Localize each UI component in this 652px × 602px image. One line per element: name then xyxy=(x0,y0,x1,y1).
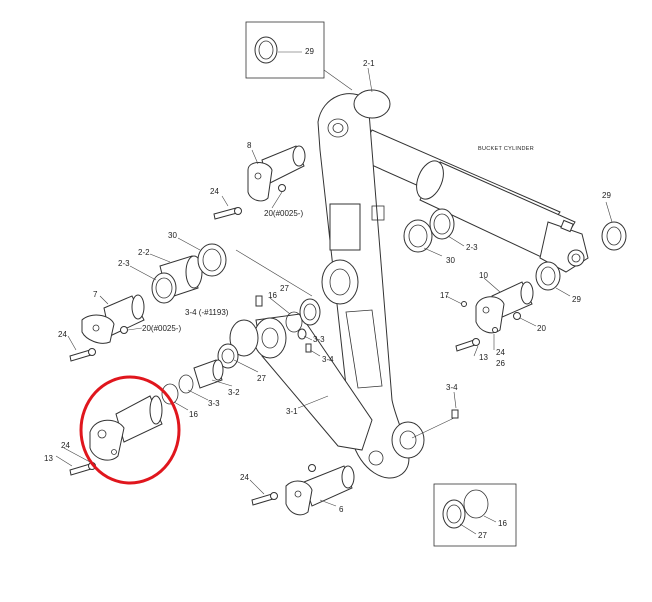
label-3-1: 3-1 xyxy=(286,407,298,416)
label-3-4-c: 3-4 xyxy=(446,383,458,392)
label-2-1: 2-1 xyxy=(363,59,375,68)
label-2-3-b: 2-3 xyxy=(466,243,478,252)
leader-lines xyxy=(55,51,613,535)
label-30-a: 30 xyxy=(168,231,177,240)
bolt-24-a xyxy=(213,207,242,220)
label-20-b: 20(#0025-) xyxy=(142,324,181,333)
inset-box-top xyxy=(245,21,325,79)
label-7: 7 xyxy=(93,290,98,299)
pin-8 xyxy=(247,145,306,202)
label-2-2-a: 2-2 xyxy=(138,248,150,257)
bolt-13-b xyxy=(455,338,480,352)
bushing-3-2 xyxy=(193,359,224,389)
label-3-4-b: 3-4 xyxy=(322,355,334,364)
label-27-c: 27 xyxy=(478,531,487,540)
bolt-3-4-b xyxy=(305,343,312,353)
ring-16-a xyxy=(285,311,303,333)
label-24-d: 24 xyxy=(240,473,249,482)
label-2-3-a: 2-3 xyxy=(118,259,130,268)
label-29-c: 29 xyxy=(572,295,581,304)
label-27-a: 27 xyxy=(280,284,289,293)
ring-2-3-b xyxy=(429,208,455,240)
ring-27-a xyxy=(299,298,321,326)
bolt-3-4-c xyxy=(451,409,459,419)
part-labels: 29 2-1 8 24 20(#0025-) 30 2-2 2-3 7 24 2… xyxy=(44,47,611,540)
label-13-a: 13 xyxy=(44,454,53,463)
label-6: 6 xyxy=(339,505,344,514)
label-3-3-b: 3-3 xyxy=(208,399,220,408)
label-24-a: 24 xyxy=(210,187,219,196)
bucket-cylinder: BUCKET CYLINDER xyxy=(355,129,589,273)
label-8: 8 xyxy=(247,141,252,150)
washer-3-3-a xyxy=(297,328,307,340)
bucket-cylinder-label: BUCKET CYLINDER xyxy=(478,146,534,152)
label-17: 17 xyxy=(440,291,449,300)
pin-6 xyxy=(285,464,355,516)
label-20-c: 20 xyxy=(537,324,546,333)
label-24-e: 24 xyxy=(496,348,505,357)
label-24-b: 24 xyxy=(58,330,67,339)
label-3-4-a: 3-4 (-#1193) xyxy=(185,308,229,317)
ring-29-b xyxy=(601,221,627,251)
ring-29-c xyxy=(535,261,561,291)
ring-27-b xyxy=(217,343,239,369)
label-13-b: 13 xyxy=(479,353,488,362)
label-29-b: 29 xyxy=(602,191,611,200)
pin-highlighted xyxy=(89,395,163,461)
label-10: 10 xyxy=(479,271,488,280)
pin-7 xyxy=(81,294,145,344)
ring-3-3-b xyxy=(178,374,194,394)
label-24-c: 24 xyxy=(61,441,70,450)
link-3-1 xyxy=(229,313,373,451)
ring-30-a xyxy=(197,243,227,277)
label-20-a: 20(#0025-) xyxy=(264,209,303,218)
link-2-1 xyxy=(317,89,425,479)
inset-box-bottom xyxy=(433,483,517,547)
label-26: 26 xyxy=(496,359,505,368)
label-29-a: 29 xyxy=(305,47,314,56)
bolt-3-4-a xyxy=(255,295,263,307)
label-16-c: 16 xyxy=(498,519,507,528)
label-3-2: 3-2 xyxy=(228,388,240,397)
ring-16-b xyxy=(161,383,179,405)
label-27-b: 27 xyxy=(257,374,266,383)
bolt-24-b xyxy=(69,348,96,362)
bolt-24-c xyxy=(251,492,278,506)
ring-30-b xyxy=(403,219,433,253)
label-16-b: 16 xyxy=(189,410,198,419)
label-30-b: 30 xyxy=(446,256,455,265)
pin-10 xyxy=(461,281,534,334)
highlight-circle xyxy=(79,375,181,485)
ring-2-3-a xyxy=(151,272,177,304)
label-3-3-a: 3-3 xyxy=(313,335,325,344)
label-16-a: 16 xyxy=(268,291,277,300)
